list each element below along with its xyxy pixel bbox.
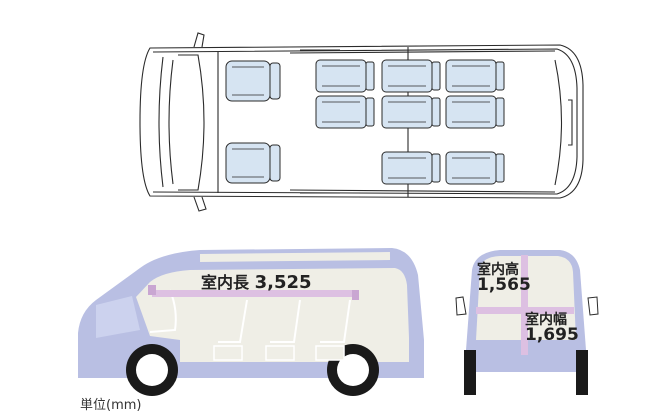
interior-height-text: 室内高	[477, 262, 519, 278]
seat-row3-b	[445, 95, 505, 129]
interior-length-value: 3,525	[254, 272, 312, 293]
interior-width-value: 1,695	[525, 325, 579, 345]
side-front-wheel-icon	[126, 344, 178, 396]
side-view-diagram	[78, 248, 424, 396]
seat-row1-b	[315, 95, 375, 129]
interior-width-text: 室内幅	[525, 312, 567, 328]
seat-group-front	[225, 60, 281, 184]
seat-front-driver	[225, 60, 281, 102]
interior-width-label: 室内幅 1,695	[525, 313, 579, 344]
rear-view-diagram	[455, 250, 599, 395]
seat-group-passenger	[315, 59, 505, 185]
interior-height-value: 1,565	[477, 275, 531, 295]
interior-length-text: 室内長	[201, 273, 250, 292]
interior-length-label: 室内長 3,525	[201, 274, 312, 292]
mirror-bottom-icon	[193, 196, 207, 212]
seat-row3-a	[445, 59, 505, 93]
rear-right-mirror-icon	[587, 296, 599, 316]
rear-left-wheel-icon	[464, 350, 476, 395]
seat-row3-c	[445, 151, 505, 185]
mirror-top-icon	[193, 32, 205, 48]
rear-left-mirror-icon	[455, 296, 467, 316]
interior-height-label: 室内高 1,565	[477, 263, 531, 294]
seat-row2-a	[381, 59, 441, 93]
seat-row2-b	[381, 95, 441, 129]
interior-height-bar	[521, 255, 528, 355]
unit-note: 単位(mm)	[80, 398, 142, 413]
interior-width-bar	[476, 307, 574, 314]
interior-length-bar	[152, 290, 357, 297]
rear-right-wheel-icon	[576, 350, 588, 395]
seat-row1-a	[315, 59, 375, 93]
seat-front-passenger	[225, 142, 281, 184]
top-view-body-outline	[139, 44, 584, 199]
seat-row2-c	[381, 151, 441, 185]
